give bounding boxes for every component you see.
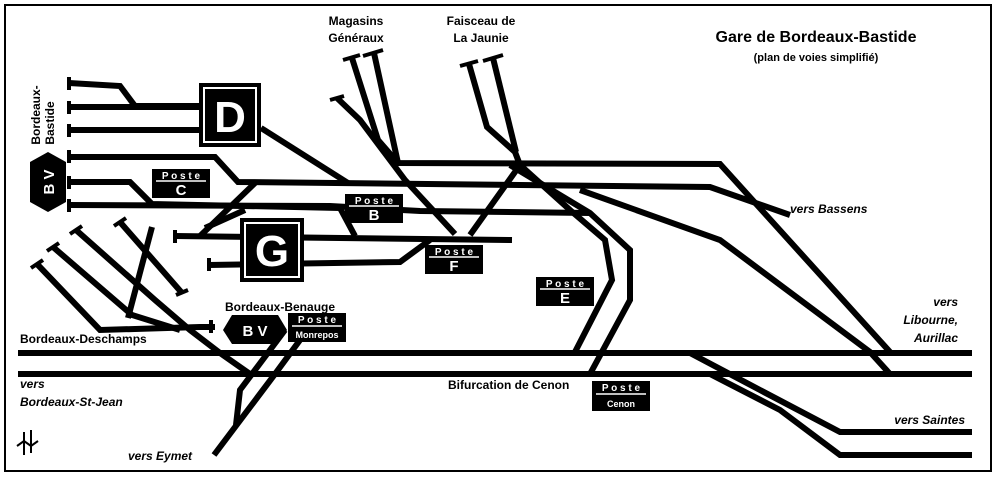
poste-e-word: P o s t e [546,279,585,290]
jaunie-label-1: Faisceau de [447,14,516,28]
benauge-bv-label: B V [242,323,267,340]
poste-f: P o s t e F [425,245,483,275]
poste-monrepos: P o s t e Monrepos [288,313,346,342]
poste-f-letter: F [449,258,458,275]
magasins-tracks [329,48,893,355]
diagram-title: Gare de Bordeaux-Bastide [716,29,917,46]
libourne-label-1: vers [933,295,958,309]
saintes-branch [688,350,972,458]
eymet-branch [211,328,303,457]
poste-f-word: P o s t e [435,247,474,258]
poste-b-letter: B [369,207,380,224]
saintes-label: vers Saintes [894,413,965,427]
poste-monrepos-name: Monrepos [295,330,338,340]
diagram-subtitle: (plan de voies simplifié) [754,52,879,64]
bastide-station-label-2: Bastide [43,101,57,145]
poste-cenon: P o s t e Cenon [592,381,650,411]
poste-e-letter: E [560,290,570,307]
building-d-label: D [214,93,246,142]
eymet-label: vers Eymet [128,449,193,463]
magasins-label-2: Généraux [328,31,384,45]
author-monogram [16,430,39,455]
building-g-label: G [255,227,289,276]
benauge-bv: B V [223,315,287,344]
libourne-label-2: Libourne, [903,313,958,327]
bastide-bv: B V [30,152,66,212]
bastide-bv-label: B V [41,169,58,194]
poste-c-word: P o s t e [162,171,201,182]
magasins-label-1: Magasins [329,14,384,28]
track-d-branch [259,125,350,186]
main-line-tracks [18,350,972,377]
bassens-label: vers Bassens [790,202,868,216]
poste-c-letter: C [176,182,187,199]
bastide-station-label-1: Bordeaux- [29,85,43,144]
poste-cenon-word: P o s t e [602,383,641,394]
deschamps-label: Bordeaux-Deschamps [20,332,147,346]
bifurcation-label: Bifurcation de Cenon [448,378,569,392]
jaunie-label-2: La Jaunie [453,31,509,45]
benauge-label: Bordeaux-Benauge [225,300,335,314]
poste-monrepos-word: P o s t e [298,315,337,326]
poste-b: P o s t e B [345,194,403,224]
poste-b-word: P o s t e [355,196,394,207]
jaunie-tracks [459,53,633,376]
stjean-label-1: vers [20,377,45,391]
libourne-label-3: Aurillac [913,331,958,345]
bastide-station-tracks [67,77,791,218]
building-g: G [240,218,304,282]
deschamps-sidings [29,216,252,377]
stjean-label-2: Bordeaux-St-Jean [20,395,123,409]
poste-c: P o s t e C [152,169,210,199]
poste-cenon-name: Cenon [607,399,635,409]
poste-e: P o s t e E [536,277,594,307]
building-d: D [199,83,261,147]
libourne-curve [578,187,893,377]
